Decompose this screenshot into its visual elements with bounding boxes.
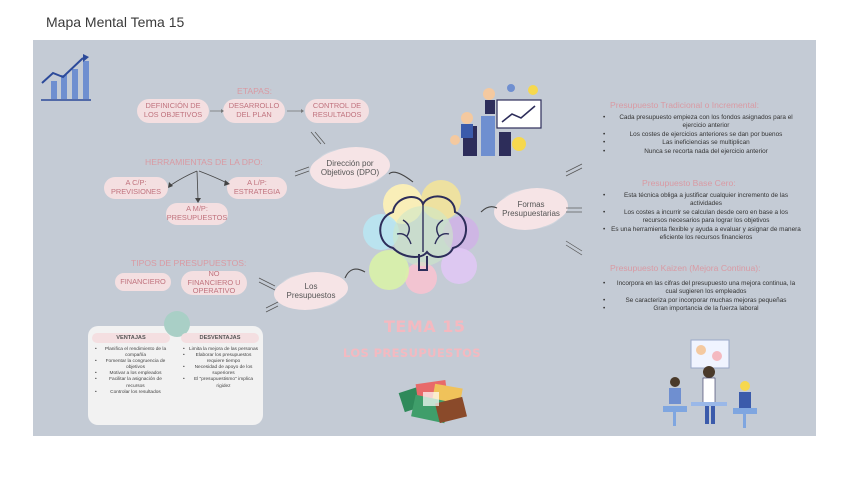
tradicional-label: Presupuesto Tradicional o Incremental: xyxy=(610,100,760,110)
ventajas-list: Planifica el rendimiento de la compañía … xyxy=(95,347,171,396)
money-illustration xyxy=(398,380,468,424)
brain-illustration xyxy=(363,180,479,294)
etapa-definicion: DEFINICIÓN DE LOS OBJETIVOS xyxy=(137,99,209,123)
tradicional-list: Cada presupuesto empieza con los fondos … xyxy=(603,114,801,157)
center-subtitle: LOS PRESUPUESTOS xyxy=(343,346,481,360)
tipo-financiero: FINANCIERO xyxy=(115,273,171,291)
growth-chart-icon xyxy=(41,54,91,101)
desventaja-item: El "presupuestismo" implica rigidez xyxy=(183,377,259,389)
base-cero-list: Esta técnica obliga a justificar cualqui… xyxy=(603,192,801,243)
desventaja-item: Necesidad de apoyo de los superiores xyxy=(183,365,259,377)
tradicional-item: Los costes de ejercicios anteriores se d… xyxy=(603,131,801,140)
ventajas-header: VENTAJAS xyxy=(92,333,170,343)
herramientas-label: HERRAMIENTAS DE LA DPO: xyxy=(145,157,263,167)
desventaja-item: Elaborar los presupuestos requiere tiemp… xyxy=(183,353,259,365)
kaizen-item: Gran importancia de la fuerza laboral xyxy=(603,305,801,314)
connector-arrows xyxy=(258,131,583,313)
desventaja-item: Limita la mejora de las personas xyxy=(183,347,259,353)
node-dpo: Dirección por Objetivos (DPO) xyxy=(315,149,385,187)
ventaja-item: Facilitar la asignación de recursos xyxy=(95,377,171,389)
kaizen-item: Incorpora en las cifras del presupuesto … xyxy=(603,280,801,297)
business-growth-illustration xyxy=(450,84,542,156)
mind-map-board: ETAPAS: DEFINICIÓN DE LOS OBJETIVOS DESA… xyxy=(33,40,816,436)
tradicional-item: Las ineficiencias se multiplican xyxy=(603,139,801,148)
base-cero-item: Esta técnica obliga a justificar cualqui… xyxy=(603,192,801,209)
ventaja-item: Planifica el rendimiento de la compañía xyxy=(95,347,171,359)
kaizen-item: Se caracteriza por incorporar muchas mej… xyxy=(603,297,801,306)
etapas-arrows xyxy=(210,109,304,113)
etapa-desarrollo: DESARROLLO DEL PLAN xyxy=(223,99,285,123)
tipos-label: TIPOS DE PRESUPUESTOS: xyxy=(131,258,247,268)
kaizen-label: Presupuesto Kaizen (Mejora Continua): xyxy=(610,263,761,273)
card-circle-decoration xyxy=(164,311,190,337)
ventaja-item: Motivar a los empleados xyxy=(95,371,171,377)
page-title: Mapa Mental Tema 15 xyxy=(46,14,185,30)
desventajas-list: Limita la mejora de las personas Elabora… xyxy=(183,347,259,390)
node-presupuestos: Los Presupuestos xyxy=(279,274,343,308)
etapas-label: ETAPAS: xyxy=(237,86,273,96)
ventaja-item: Controlar los resultados xyxy=(95,390,171,396)
kaizen-list: Incorpora en las cifras del presupuesto … xyxy=(603,280,801,314)
center-title: TEMA 15 xyxy=(384,317,466,336)
team-meeting-illustration xyxy=(663,339,757,428)
node-formas: Formas Presupuestarias xyxy=(499,190,563,228)
base-cero-item: Los costes a incurrir se calculan desde … xyxy=(603,209,801,226)
etapa-control: CONTROL DE RESULTADOS xyxy=(305,99,369,123)
base-cero-label: Presupuesto Base Cero: xyxy=(642,178,736,188)
tradicional-item: Cada presupuesto empieza con los fondos … xyxy=(603,114,801,131)
ventaja-item: Fomentar la congruencia de objetivos xyxy=(95,359,171,371)
base-cero-item: Es una herramienta flexible y ayuda a ev… xyxy=(603,226,801,243)
herramientas-arrows xyxy=(168,170,230,203)
herramienta-lp: A L/P: ESTRATEGIA xyxy=(227,177,287,199)
tradicional-item: Nunca se recorta nada del ejercicio ante… xyxy=(603,148,801,157)
desventajas-header: DESVENTAJAS xyxy=(181,333,259,343)
tipo-no-financiero: NO FINANCIERO U OPERATIVO xyxy=(181,269,247,295)
herramienta-cp: A C/P: PREVISIONES xyxy=(104,177,168,199)
herramienta-mp: A M/P: PRESUPUESTOS xyxy=(166,203,228,225)
